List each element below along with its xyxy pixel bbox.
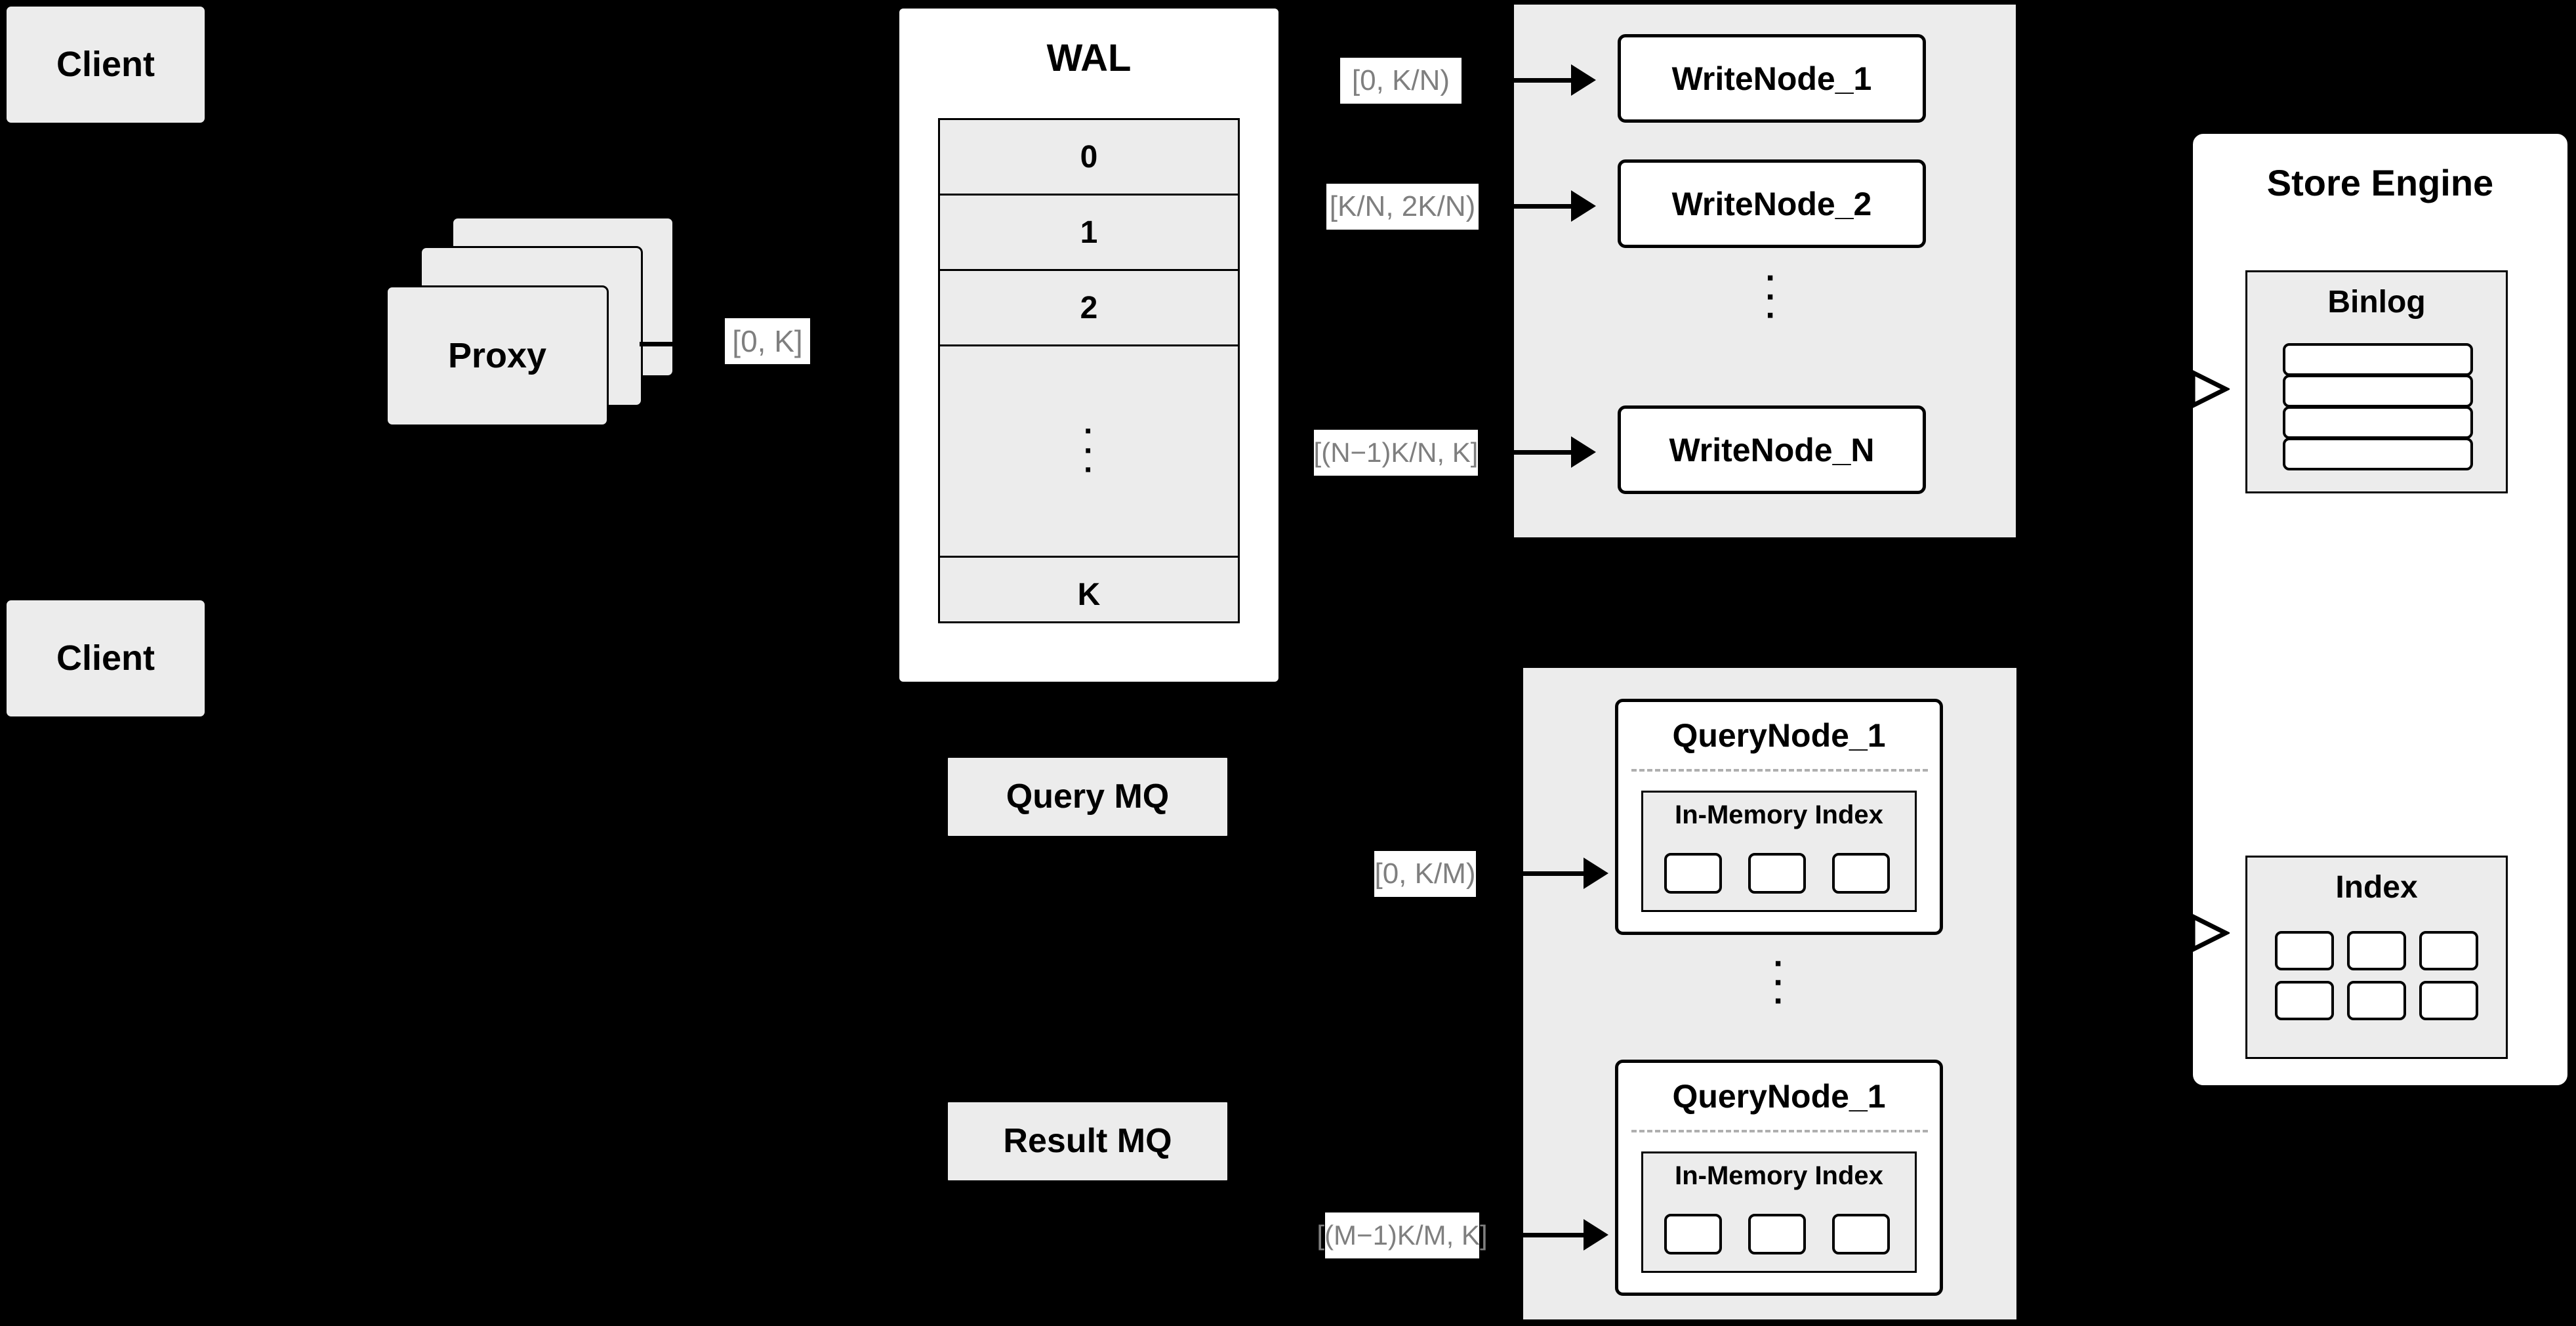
wal-row-value: K: [1077, 577, 1101, 612]
binlog-entry: [2283, 406, 2473, 439]
query-node-2-in-memory-index-title: In-Memory Index: [1675, 1161, 1883, 1190]
wal-row: 2: [940, 271, 1238, 346]
index-chip: [2419, 931, 2478, 970]
index-segment: [1664, 1214, 1722, 1254]
query-node-1[interactable]: QueryNode_1 In-Memory Index: [1615, 699, 1943, 935]
write-cluster-vertical-ellipsis-icon: ···: [1765, 259, 1777, 335]
binlog-inbound-arrow-line: [2159, 386, 2191, 390]
query-node-1-range-label: [0, K/M): [1374, 851, 1476, 897]
proxy-range-label: [0, K]: [725, 318, 810, 364]
write-node-2[interactable]: WriteNode_2: [1618, 159, 1926, 248]
query-node-1-separator: [1631, 769, 1928, 772]
binlog-inbound-arrow-head-icon: [2190, 369, 2230, 409]
write-node-1-label: WriteNode_1: [1671, 60, 1872, 97]
write-node-1-arrow-line: [1469, 78, 1571, 83]
query-node-2-arrow-head: [1584, 1219, 1608, 1251]
client-node-1[interactable]: Client: [5, 5, 207, 125]
query-cluster-vertical-ellipsis-icon: ···: [1773, 945, 1785, 1021]
index-segment: [1832, 853, 1890, 894]
index-chip: [2275, 981, 2334, 1020]
query-node-1-arrow-head: [1584, 858, 1608, 889]
client-node-2-label: Client: [56, 638, 155, 678]
write-node-n-label: WriteNode_N: [1669, 431, 1875, 468]
index-box: Index: [2245, 856, 2508, 1059]
write-node-n-arrow-line: [1484, 450, 1571, 455]
wal-row-value: 2: [1080, 290, 1098, 325]
index-segment: [1832, 1214, 1890, 1254]
binlog-entry: [2283, 343, 2473, 376]
vertical-ellipsis-icon: ···: [1084, 413, 1094, 488]
index-chip: [2275, 931, 2334, 970]
store-engine-box: Store Engine Binlog Index: [2189, 130, 2571, 1089]
query-node-2-in-memory-index: In-Memory Index: [1641, 1151, 1917, 1273]
result-mq-label: Result MQ: [1003, 1122, 1172, 1161]
binlog-title: Binlog: [2327, 285, 2426, 320]
proxy-node[interactable]: Proxy: [386, 285, 609, 426]
write-node-n[interactable]: WriteNode_N: [1618, 405, 1926, 494]
write-node-1-range-label: [0, K/N): [1340, 58, 1462, 104]
index-chip: [2347, 981, 2406, 1020]
index-inbound-arrow-head-icon: [2190, 913, 2230, 953]
query-node-2-range-label: [(M−1)K/M, K]: [1317, 1212, 1488, 1258]
binlog-box: Binlog: [2245, 270, 2508, 493]
wal-row: 0: [940, 120, 1238, 196]
query-node-1-in-memory-index: In-Memory Index: [1641, 791, 1917, 912]
write-node-1[interactable]: WriteNode_1: [1618, 34, 1926, 123]
write-node-n-range-label: [(N−1)K/N, K]: [1314, 430, 1478, 476]
index-segment: [1748, 1214, 1806, 1254]
index-chip: [2347, 931, 2406, 970]
query-node-2-label: QueryNode_1: [1672, 1078, 1886, 1115]
wal-row: 1: [940, 196, 1238, 271]
wal-table: 0 1 2 ··· K: [938, 118, 1240, 623]
query-node-1-in-memory-index-title: In-Memory Index: [1675, 800, 1883, 829]
index-inbound-arrow-line: [2159, 930, 2191, 934]
write-node-2-range-label: [K/N, 2K/N): [1326, 184, 1479, 230]
query-mq-node[interactable]: Query MQ: [946, 756, 1229, 838]
query-node-2[interactable]: QueryNode_1 In-Memory Index: [1615, 1060, 1943, 1296]
binlog-entry: [2283, 438, 2473, 470]
index-segment: [1748, 853, 1806, 894]
query-node-2-separator: [1631, 1130, 1928, 1132]
wal-row-ellipsis: ···: [940, 346, 1238, 558]
store-engine-title: Store Engine: [2266, 162, 2494, 203]
query-node-1-arrow-line: [1488, 871, 1584, 876]
proxy-node-label: Proxy: [447, 336, 547, 376]
write-node-n-arrow-head: [1571, 436, 1596, 468]
write-node-2-label: WriteNode_2: [1671, 185, 1872, 222]
query-mq-label: Query MQ: [1006, 777, 1170, 816]
query-node-1-label: QueryNode_1: [1672, 717, 1886, 754]
client-node-2[interactable]: Client: [5, 598, 207, 718]
query-node-2-arrow-line: [1488, 1233, 1584, 1237]
index-chip: [2419, 981, 2478, 1020]
wal-row-value: 0: [1080, 139, 1098, 175]
wal-row-value: 1: [1080, 215, 1098, 250]
wal-row: K: [940, 558, 1238, 631]
index-title: Index: [2335, 870, 2418, 905]
result-mq-node[interactable]: Result MQ: [946, 1100, 1229, 1182]
index-segment: [1664, 853, 1722, 894]
client-node-1-label: Client: [56, 45, 155, 85]
wal-title: WAL: [1046, 37, 1132, 79]
write-node-1-arrow-head: [1571, 64, 1596, 96]
binlog-entry: [2283, 375, 2473, 407]
write-node-2-arrow-line: [1488, 204, 1571, 209]
write-node-2-arrow-head: [1571, 190, 1596, 222]
proxy-connector-stub: [640, 342, 674, 346]
